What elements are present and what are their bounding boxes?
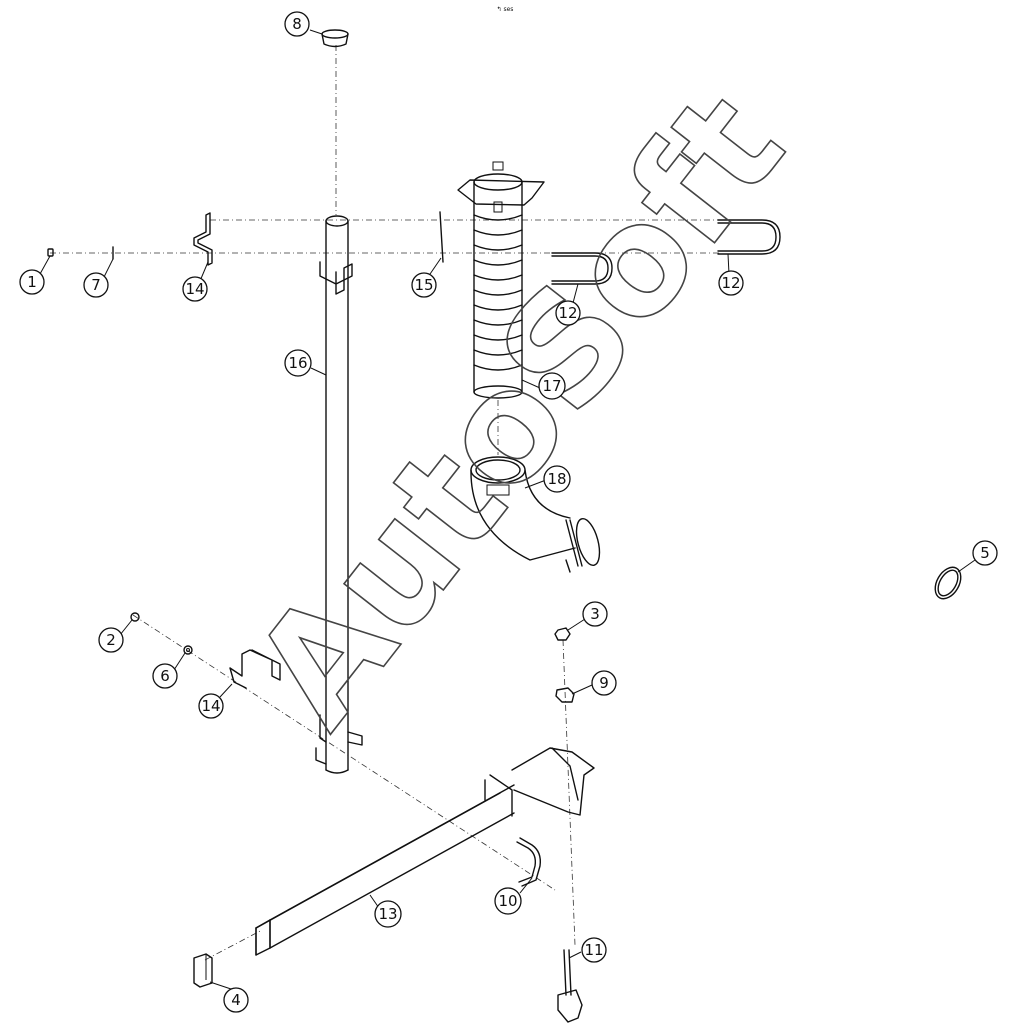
svg-text:10: 10 [498, 892, 517, 910]
callout-9: 9 [591, 670, 617, 696]
part-3-nut [554, 627, 571, 641]
part-17-hose [457, 161, 545, 399]
callout-12-large: 12 [718, 270, 744, 296]
part-12-large-u-bolt [717, 219, 781, 255]
svg-text:5: 5 [980, 544, 990, 562]
svg-text:4: 4 [231, 991, 241, 1009]
callout-13: 13 [374, 900, 402, 928]
part-10-u-bolt [516, 837, 542, 887]
part-14-lower-bracket [229, 649, 281, 689]
svg-text:1: 1 [27, 273, 37, 291]
watermark: AutoSoft [221, 62, 817, 757]
svg-text:12: 12 [721, 274, 740, 292]
svg-text:2: 2 [106, 631, 116, 649]
svg-text:11: 11 [584, 941, 603, 959]
assembly-axes [50, 45, 725, 961]
part-6-nut [183, 645, 193, 655]
callout-15: 15 [411, 272, 437, 298]
top-mark: ↰ ses [497, 6, 514, 13]
svg-text:15: 15 [414, 276, 433, 294]
callout-14-upper: 14 [182, 276, 208, 302]
callout-5: 5 [972, 540, 998, 566]
callout-8: 8 [284, 11, 310, 37]
svg-text:16: 16 [288, 354, 307, 372]
svg-text:12: 12 [558, 304, 577, 322]
svg-text:14: 14 [201, 697, 220, 715]
part-coupler-housing [511, 747, 595, 816]
part-13-drawbar [255, 774, 515, 956]
callout-7: 7 [83, 272, 109, 298]
callout-12-small: 12 [555, 300, 581, 326]
part-12-small-u-bolt [551, 252, 613, 285]
part-14-upper-bracket [193, 212, 213, 266]
part-5-clamp-ring [934, 566, 962, 600]
svg-text:18: 18 [547, 470, 566, 488]
svg-text:17: 17 [542, 377, 561, 395]
part-4-end-cap [193, 953, 213, 988]
callout-6: 6 [152, 663, 178, 689]
part-15-gasket [439, 211, 444, 263]
part-8-cap [321, 29, 349, 48]
part-1-nut [47, 248, 54, 257]
callout-18: 18 [543, 465, 571, 493]
callout-10: 10 [494, 887, 522, 915]
svg-text:6: 6 [160, 667, 170, 685]
callout-1: 1 [19, 269, 45, 295]
leader-lines [39, 29, 976, 991]
callout-14-lower: 14 [198, 693, 224, 719]
callout-17: 17 [538, 372, 566, 400]
svg-text:3: 3 [590, 605, 600, 623]
svg-text:9: 9 [599, 674, 609, 692]
svg-text:14: 14 [185, 280, 204, 298]
callout-11: 11 [581, 937, 607, 963]
part-9-clip [555, 687, 575, 703]
callout-16: 16 [284, 349, 312, 377]
svg-text:7: 7 [91, 276, 101, 294]
part-11-handle [557, 949, 583, 1023]
svg-text:13: 13 [378, 905, 397, 923]
callout-2: 2 [98, 627, 124, 653]
svg-text:8: 8 [292, 15, 302, 33]
part-2-nut [130, 612, 140, 622]
part-18-elbow [470, 456, 601, 573]
part-16-tube [315, 215, 363, 774]
callout-4: 4 [223, 987, 249, 1013]
callout-3: 3 [582, 601, 608, 627]
